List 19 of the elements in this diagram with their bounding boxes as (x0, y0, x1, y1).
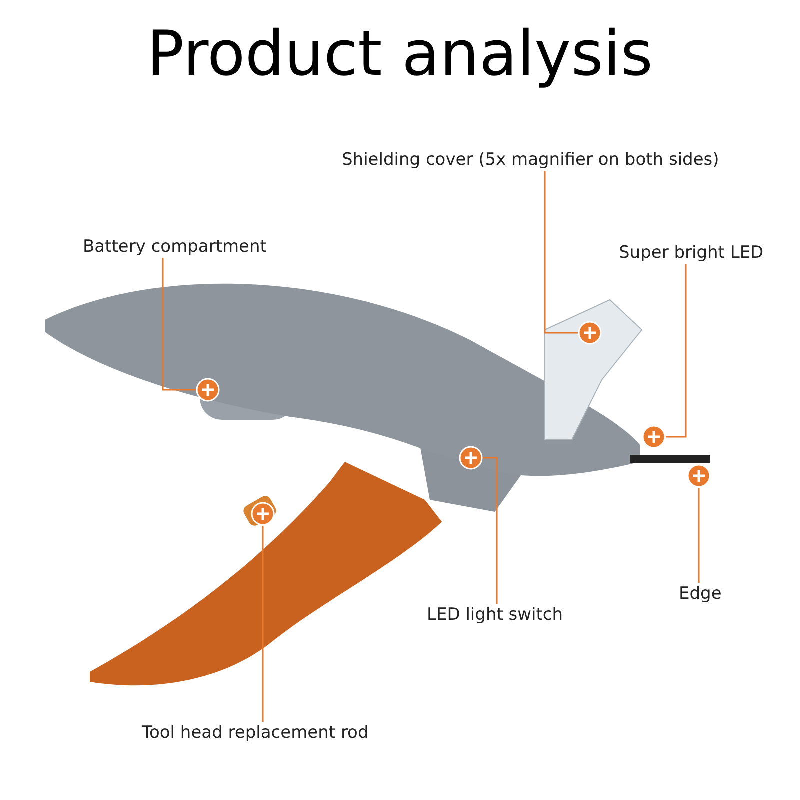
leader-line (162, 258, 196, 391)
callout-marker (459, 446, 483, 470)
callout-label: Edge (679, 583, 722, 605)
leader-line (262, 526, 264, 722)
callout-label: LED light switch (427, 604, 564, 626)
leader-line (544, 171, 578, 334)
callout-marker (578, 321, 602, 345)
callout-marker (642, 425, 666, 449)
callout-marker (687, 464, 711, 488)
callout-marker (196, 378, 220, 402)
callout-label: Shielding cover (5x magnifier on both sides) (342, 149, 720, 171)
leader-line (666, 264, 687, 438)
callout-label: Tool head replacement rod (142, 722, 369, 744)
callout-label: Super bright LED (619, 242, 764, 264)
page-title: Product analysis (146, 18, 654, 90)
callout-marker (251, 502, 275, 526)
leader-line (483, 457, 498, 604)
callout-label: Battery compartment (83, 236, 267, 258)
leader-line (698, 488, 700, 583)
